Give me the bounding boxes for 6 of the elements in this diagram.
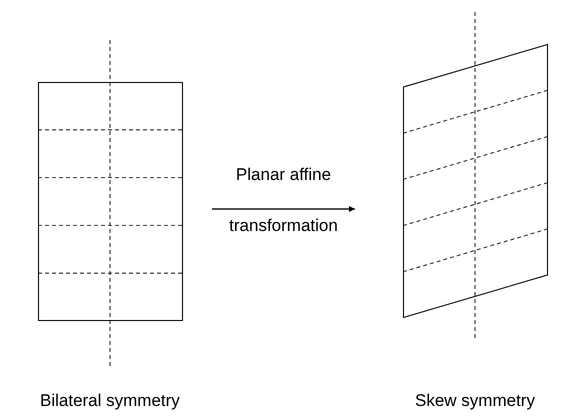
caption: Bilateral symmetry: [40, 391, 180, 411]
skewed-grid-shape: [403, 44, 548, 318]
arrow: [212, 206, 355, 212]
caption: Skew symmetry: [415, 391, 535, 411]
edge-label: Planar affine transformation: [228, 164, 339, 237]
grid-rectangle: [38, 82, 183, 321]
